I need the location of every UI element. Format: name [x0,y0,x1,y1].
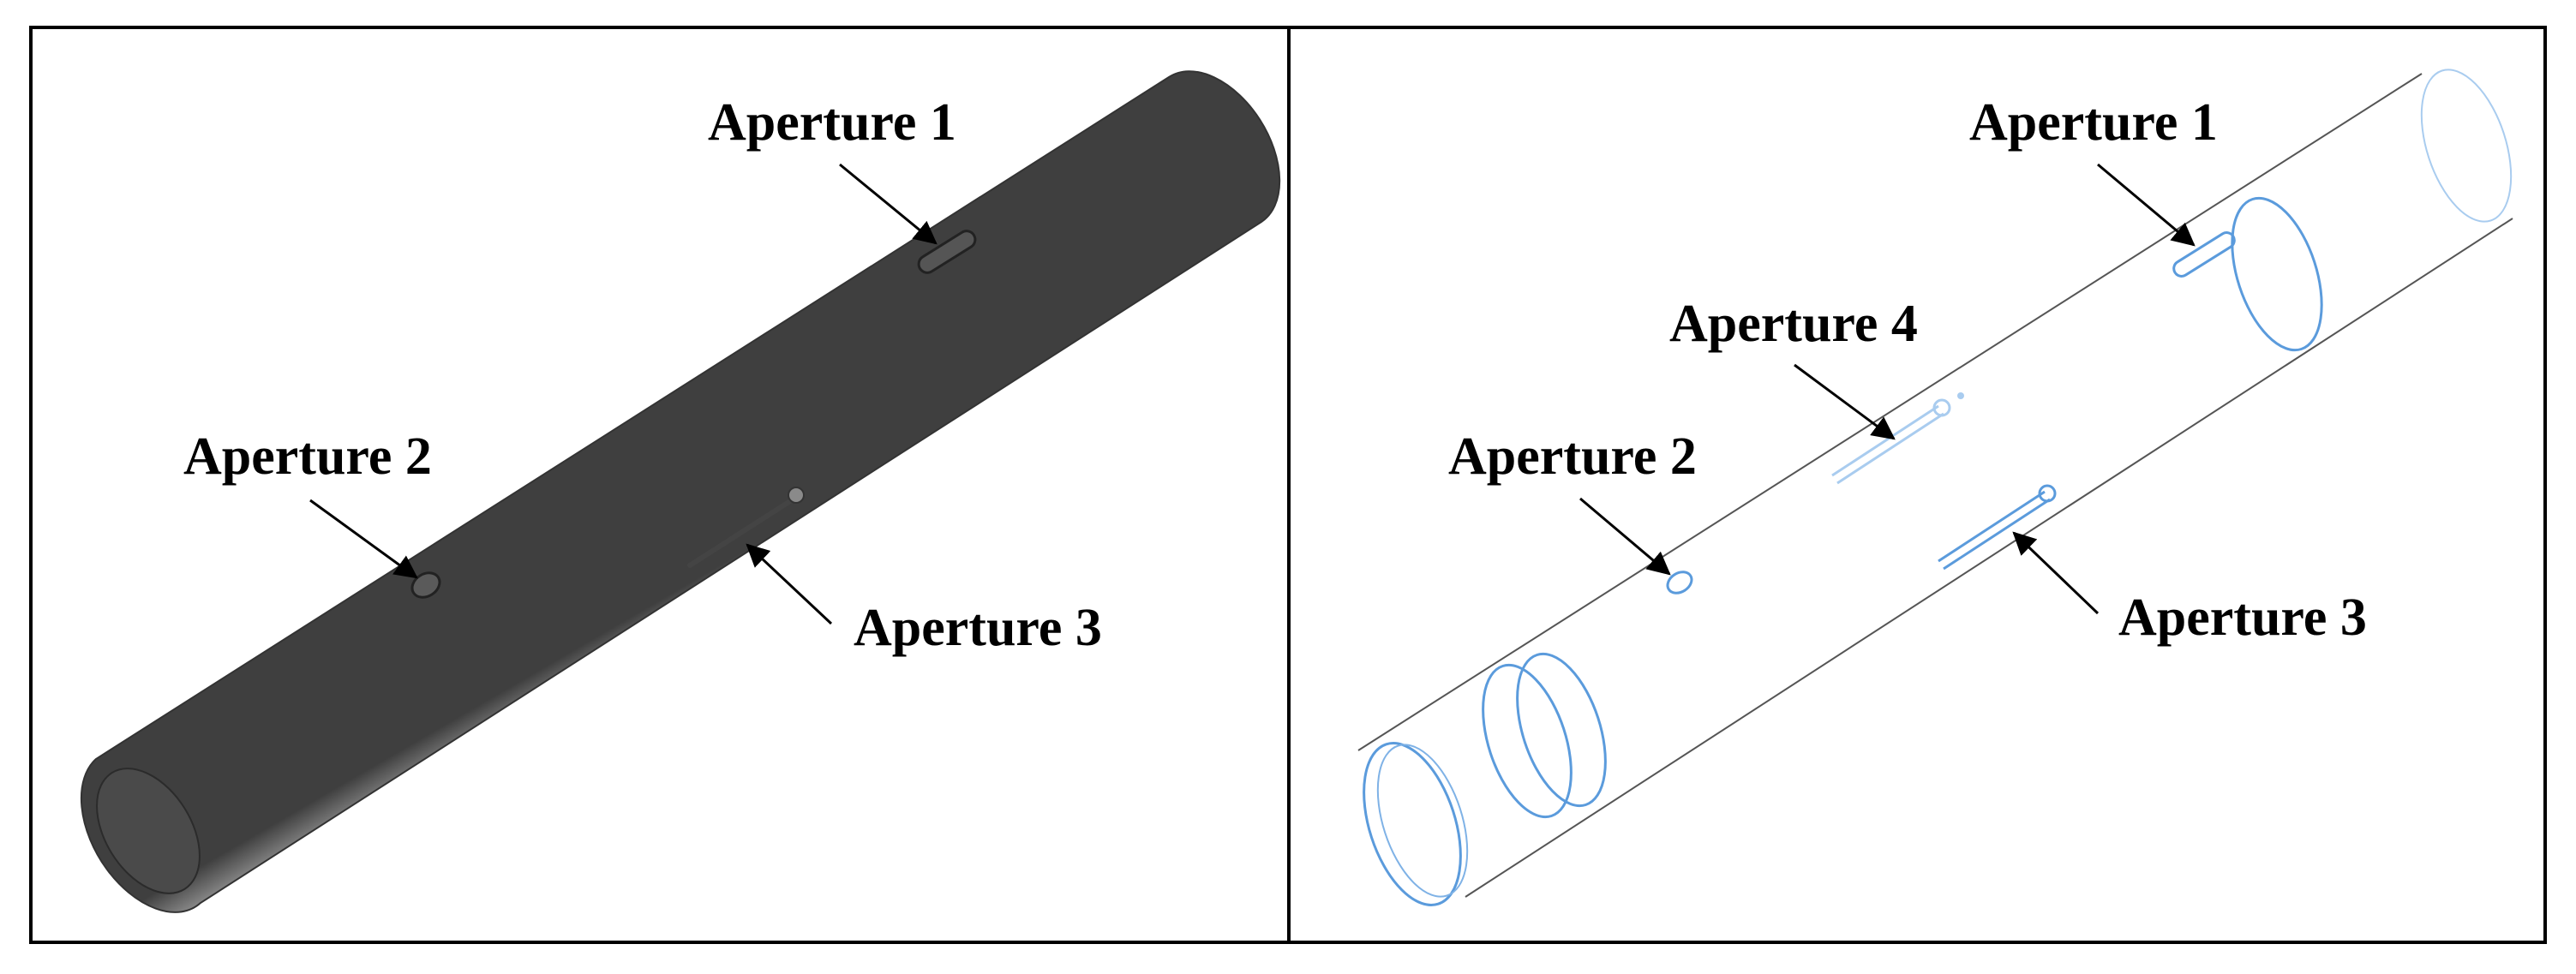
wireframe-aperture-4-arrow [1794,363,1896,440]
wireframe-aperture-3-arrow [2012,531,2100,615]
aperture-3-end [788,487,805,504]
wireframe-aperture-1-label: Aperture 1 [1969,93,2218,152]
aperture-3-arrow [746,543,833,625]
right-panel-frame [1287,26,2547,944]
aperture-1-arrow [839,163,938,245]
wireframe-shaft-panel: Aperture 1 Aperture 4 Aperture 2 Apertur… [1357,69,2513,906]
wireframe-aperture-1-arrow [2097,163,2196,247]
aperture-1-label: Aperture 1 [708,93,956,152]
wireframe-aperture-3 [1938,490,2051,571]
wireframe-end-ring-right [2420,69,2513,223]
aperture-1-slot [917,230,977,274]
wireframe-end-ring-left [1363,742,1462,906]
wireframe-aperture-4 [1831,404,1944,485]
wireframe-aperture-4-dot [1957,392,1964,399]
wireframe-aperture-2-arrow [1579,497,1671,576]
aperture-3-slit [687,494,800,568]
aperture-2-hole [410,571,441,599]
wireframe-aperture-4-end [1932,398,1951,417]
solid-shaft-panel: Aperture 1 Aperture 2 Aperture 3 [80,70,1281,913]
wireframe-aperture-4-label: Aperture 4 [1669,295,1918,353]
wireframe-aperture-2 [1666,571,1693,595]
wireframe-ring-3 [2231,196,2323,352]
wireframe-ring-2 [1516,652,1607,808]
wireframe-end-ring-left-inner [1376,744,1469,898]
solid-shaft-end-cap [96,768,201,894]
solid-shaft-body [80,70,1281,913]
aperture-2-label: Aperture 2 [183,427,432,486]
wireframe-aperture-1 [2172,231,2236,278]
wireframe-top-edge [1357,73,2423,751]
wireframe-ring-1 [1482,663,1573,819]
aperture-2-arrow [309,499,418,579]
aperture-3-label: Aperture 3 [854,599,1102,657]
wireframe-aperture-3-end [2038,484,2057,503]
wireframe-bottom-edge [1465,218,2513,898]
wireframe-aperture-2-label: Aperture 2 [1448,427,1697,486]
wireframe-aperture-3-label: Aperture 3 [2118,589,2367,647]
